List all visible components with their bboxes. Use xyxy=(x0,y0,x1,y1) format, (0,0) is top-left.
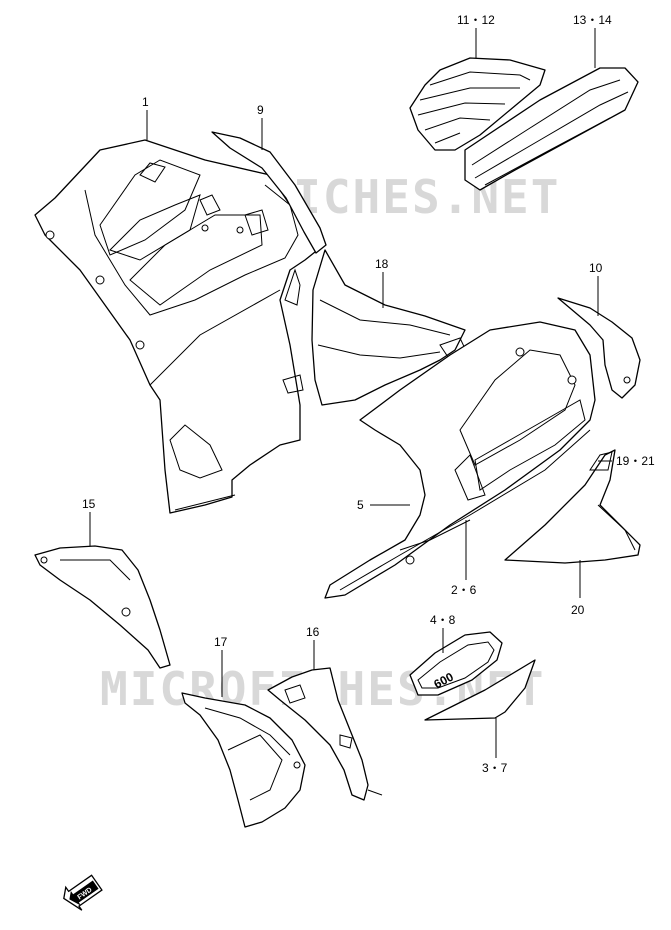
label-2-6: 2・6 xyxy=(451,583,477,597)
part-17-lower-panel-left xyxy=(181,692,306,828)
part-18-inner-panel xyxy=(311,249,469,406)
label-15: 15 xyxy=(82,497,96,511)
fwd-arrow-icon: FWD xyxy=(63,874,103,911)
part-5-lower-cowling-right xyxy=(324,321,596,599)
part-13-14-vent-grille xyxy=(464,67,639,191)
part-9-trim-strip xyxy=(211,131,327,254)
label-13-14: 13・14 xyxy=(573,13,612,27)
part-3-7-decal xyxy=(424,659,536,721)
label-16: 16 xyxy=(306,625,320,639)
label-17: 17 xyxy=(214,635,228,649)
part-1-upper-cowling-left xyxy=(34,139,321,514)
label-19-21: 19・21 xyxy=(616,454,655,468)
label-9: 9 xyxy=(257,103,264,117)
part-16-lower-panel-right xyxy=(267,667,383,801)
part-10-side-cover xyxy=(557,297,641,399)
part-15-side-panel xyxy=(34,545,171,669)
part-4-8-emblem-600: 600 xyxy=(409,631,503,696)
label-11-12: 11・12 xyxy=(457,13,495,27)
part-20-under-panel xyxy=(504,449,641,564)
part-11-12-vent-grille xyxy=(409,57,546,151)
label-3-7: 3・7 xyxy=(482,761,508,775)
leader-lines xyxy=(89,28,612,758)
label-10: 10 xyxy=(589,261,603,275)
label-5: 5 xyxy=(357,498,364,512)
label-1: 1 xyxy=(142,95,149,109)
label-20: 20 xyxy=(571,603,585,617)
label-18: 18 xyxy=(375,257,389,271)
label-4-8: 4・8 xyxy=(430,613,456,627)
